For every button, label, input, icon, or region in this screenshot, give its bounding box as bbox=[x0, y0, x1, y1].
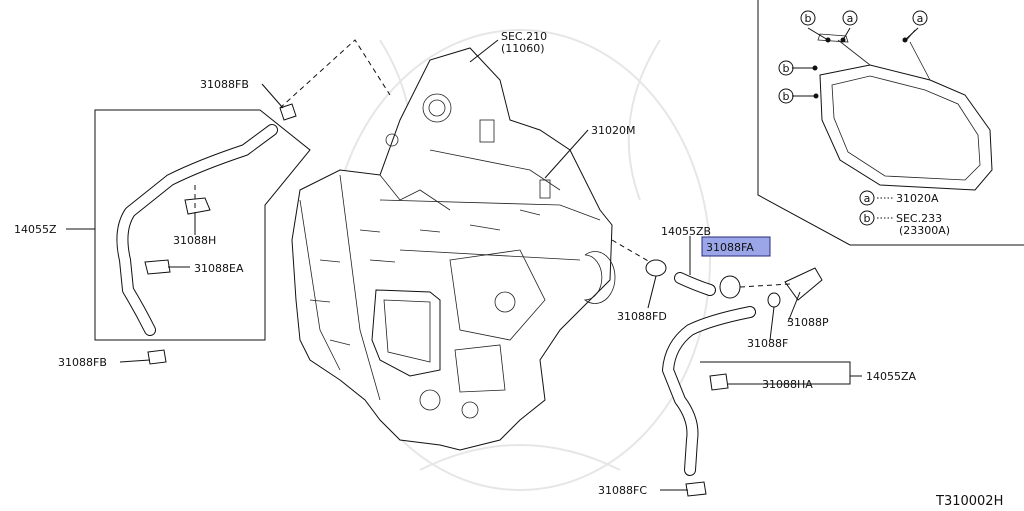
label-31088H: 31088H bbox=[173, 234, 216, 247]
clamp-31088FD bbox=[645, 259, 667, 277]
diagram-id: T310002H bbox=[935, 494, 1003, 509]
clamp-31088F bbox=[767, 292, 781, 308]
label-31020M: 31020M bbox=[591, 124, 635, 137]
inset-callouts: b a a b b bbox=[778, 10, 928, 104]
right-hose-group bbox=[611, 239, 823, 497]
connector-31088P bbox=[784, 267, 823, 301]
inset-legend: a 31020A b SEC.233 (23300A) bbox=[859, 190, 950, 237]
clamp-31088HA bbox=[709, 373, 729, 391]
label-14055ZA: 14055ZA bbox=[866, 370, 917, 383]
left-hose-group bbox=[94, 39, 391, 365]
label-31088F: 31088F bbox=[747, 337, 788, 350]
callout-b-2-label: b bbox=[783, 62, 790, 75]
inset-panel bbox=[757, 0, 1024, 246]
callout-b-2 bbox=[778, 60, 794, 76]
clamp-31088EA bbox=[144, 259, 171, 275]
clamp-31088FB-bottom bbox=[147, 349, 167, 365]
legend-a-symbol: a bbox=[864, 192, 871, 205]
label-sec210: SEC.210 bbox=[501, 30, 547, 43]
callout-b-1 bbox=[800, 10, 816, 26]
callout-b-1-label: b bbox=[805, 12, 812, 25]
label-14055ZB: 14055ZB bbox=[661, 225, 711, 238]
callout-b-3-label: b bbox=[783, 90, 790, 103]
highlight-box-31088FA bbox=[701, 236, 771, 257]
label-31088FB-bottom: 31088FB bbox=[58, 356, 107, 369]
label-31088EA: 31088EA bbox=[194, 262, 244, 275]
callout-a-2 bbox=[912, 10, 928, 26]
clamp-31088FC bbox=[685, 481, 707, 497]
clamp-31088H bbox=[184, 197, 211, 215]
label-31088FC: 31088FC bbox=[598, 484, 647, 497]
label-31088HA: 31088HA bbox=[762, 378, 813, 391]
callout-a-2-label: a bbox=[917, 12, 924, 25]
legend-b-code-sub: (23300A) bbox=[899, 224, 950, 237]
transmission-assembly bbox=[291, 47, 616, 451]
legend-b-code: SEC.233 bbox=[896, 212, 942, 225]
clamp-31088FB-top bbox=[279, 103, 297, 121]
label-sec210-sub: (11060) bbox=[501, 42, 545, 55]
callout-a-1 bbox=[842, 10, 858, 26]
label-31088FB-top: 31088FB bbox=[200, 78, 249, 91]
label-31088P: 31088P bbox=[787, 316, 829, 329]
callout-b-3 bbox=[778, 88, 794, 104]
leader-lines bbox=[66, 39, 862, 491]
legend-a-code: 31020A bbox=[896, 192, 939, 205]
label-31088FD: 31088FD bbox=[617, 310, 667, 323]
label-31088FA[interactable]: 31088FA bbox=[706, 241, 754, 254]
legend-b-symbol: b bbox=[864, 212, 871, 225]
part-labels: SEC.210 (11060) 31088FB 31020M 14055Z 31… bbox=[14, 30, 1003, 509]
callout-a-1-label: a bbox=[847, 12, 854, 25]
clamp-31088FA bbox=[719, 275, 741, 299]
label-14055Z: 14055Z bbox=[14, 223, 57, 236]
